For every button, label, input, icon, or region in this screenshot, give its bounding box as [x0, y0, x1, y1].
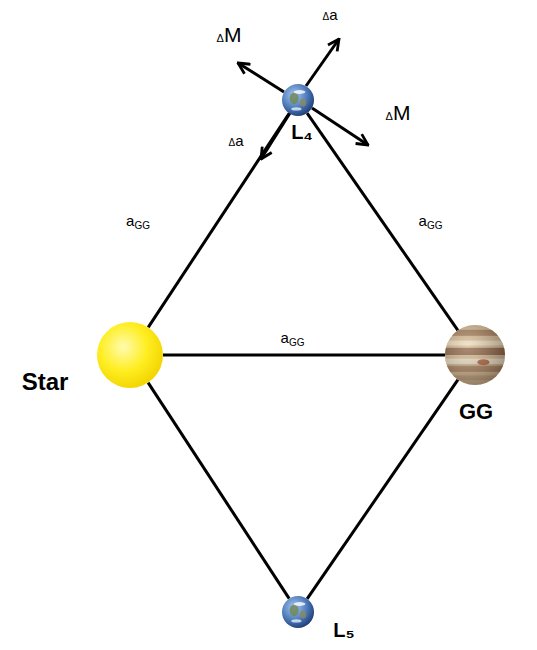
displacement-label: ΔM	[386, 102, 411, 123]
connector-line	[163, 354, 445, 357]
distance-label: aGG	[124, 212, 152, 232]
node-label: Star	[22, 370, 69, 394]
distance-label: aGG	[417, 212, 445, 232]
connector-line	[148, 113, 289, 327]
earth-shape	[282, 596, 314, 628]
node-label: GG	[459, 401, 493, 423]
connector-line	[148, 383, 289, 599]
displacement-label: Δa	[322, 7, 337, 22]
delta-m-arrow	[238, 63, 284, 92]
giant-planet: GG	[445, 325, 505, 385]
gg-shape	[445, 325, 505, 385]
connector-line	[307, 380, 458, 599]
displacement-label: Δa	[228, 133, 243, 148]
earth-l5: L₅	[282, 596, 314, 628]
node-label: L₅	[333, 620, 354, 640]
star-shape	[97, 322, 163, 388]
node-label: L₄	[291, 122, 313, 142]
earth-l4: L₄	[282, 84, 314, 116]
displacement-label: ΔM	[217, 24, 242, 45]
connector-line	[307, 113, 458, 330]
star-circle: Star	[97, 322, 163, 388]
delta-m-arrow	[312, 108, 368, 145]
distance-label: aGG	[279, 329, 307, 349]
earth-shape	[282, 84, 314, 116]
delta-a-arrow	[261, 113, 290, 159]
delta-a-arrow	[306, 39, 339, 86]
